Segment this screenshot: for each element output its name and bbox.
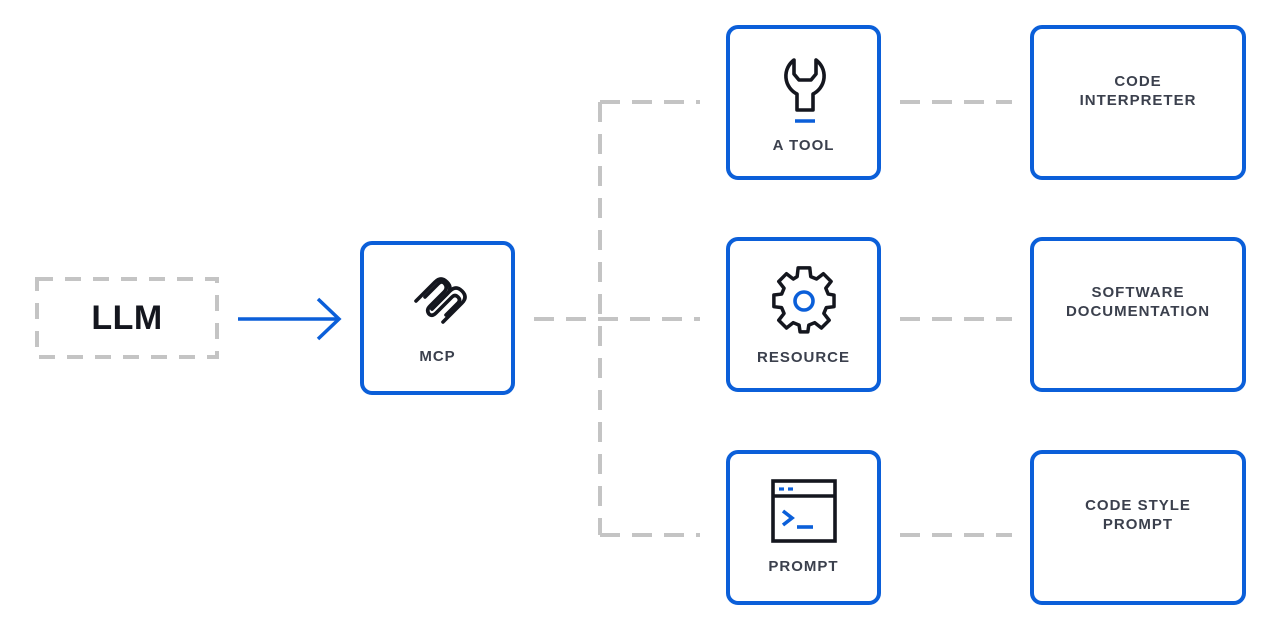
wrench-icon bbox=[784, 58, 826, 123]
example-software-documentation-node: SOFTWARE DOCUMENTATION bbox=[1030, 237, 1246, 392]
example-software-documentation-label: SOFTWARE DOCUMENTATION bbox=[1065, 283, 1211, 320]
mcp-label: MCP bbox=[419, 348, 456, 365]
example-code-style-prompt-label: CODE STYLE PROMPT bbox=[1085, 496, 1191, 533]
example-code-interpreter-node: CODE INTERPRETER bbox=[1030, 25, 1246, 180]
mcp-logo-icon bbox=[414, 277, 467, 324]
terminal-window-icon bbox=[771, 479, 837, 543]
llm-node: LLM bbox=[35, 277, 219, 359]
llm-dashed-border bbox=[35, 277, 219, 359]
gear-icon bbox=[772, 266, 836, 334]
tool-node: A TOOL bbox=[726, 25, 881, 180]
resource-label: RESOURCE bbox=[756, 349, 850, 366]
llm-to-mcp-arrow bbox=[238, 297, 342, 341]
tool-label: A TOOL bbox=[772, 137, 835, 154]
prompt-node: PROMPT bbox=[726, 450, 881, 605]
mcp-node: MCP bbox=[360, 241, 515, 395]
resource-node: RESOURCE bbox=[726, 237, 881, 392]
example-code-style-prompt-node: CODE STYLE PROMPT bbox=[1030, 450, 1246, 605]
example-code-interpreter-label: CODE INTERPRETER bbox=[1079, 72, 1197, 109]
llm-label: LLM bbox=[91, 298, 163, 337]
prompt-label: PROMPT bbox=[768, 558, 839, 575]
